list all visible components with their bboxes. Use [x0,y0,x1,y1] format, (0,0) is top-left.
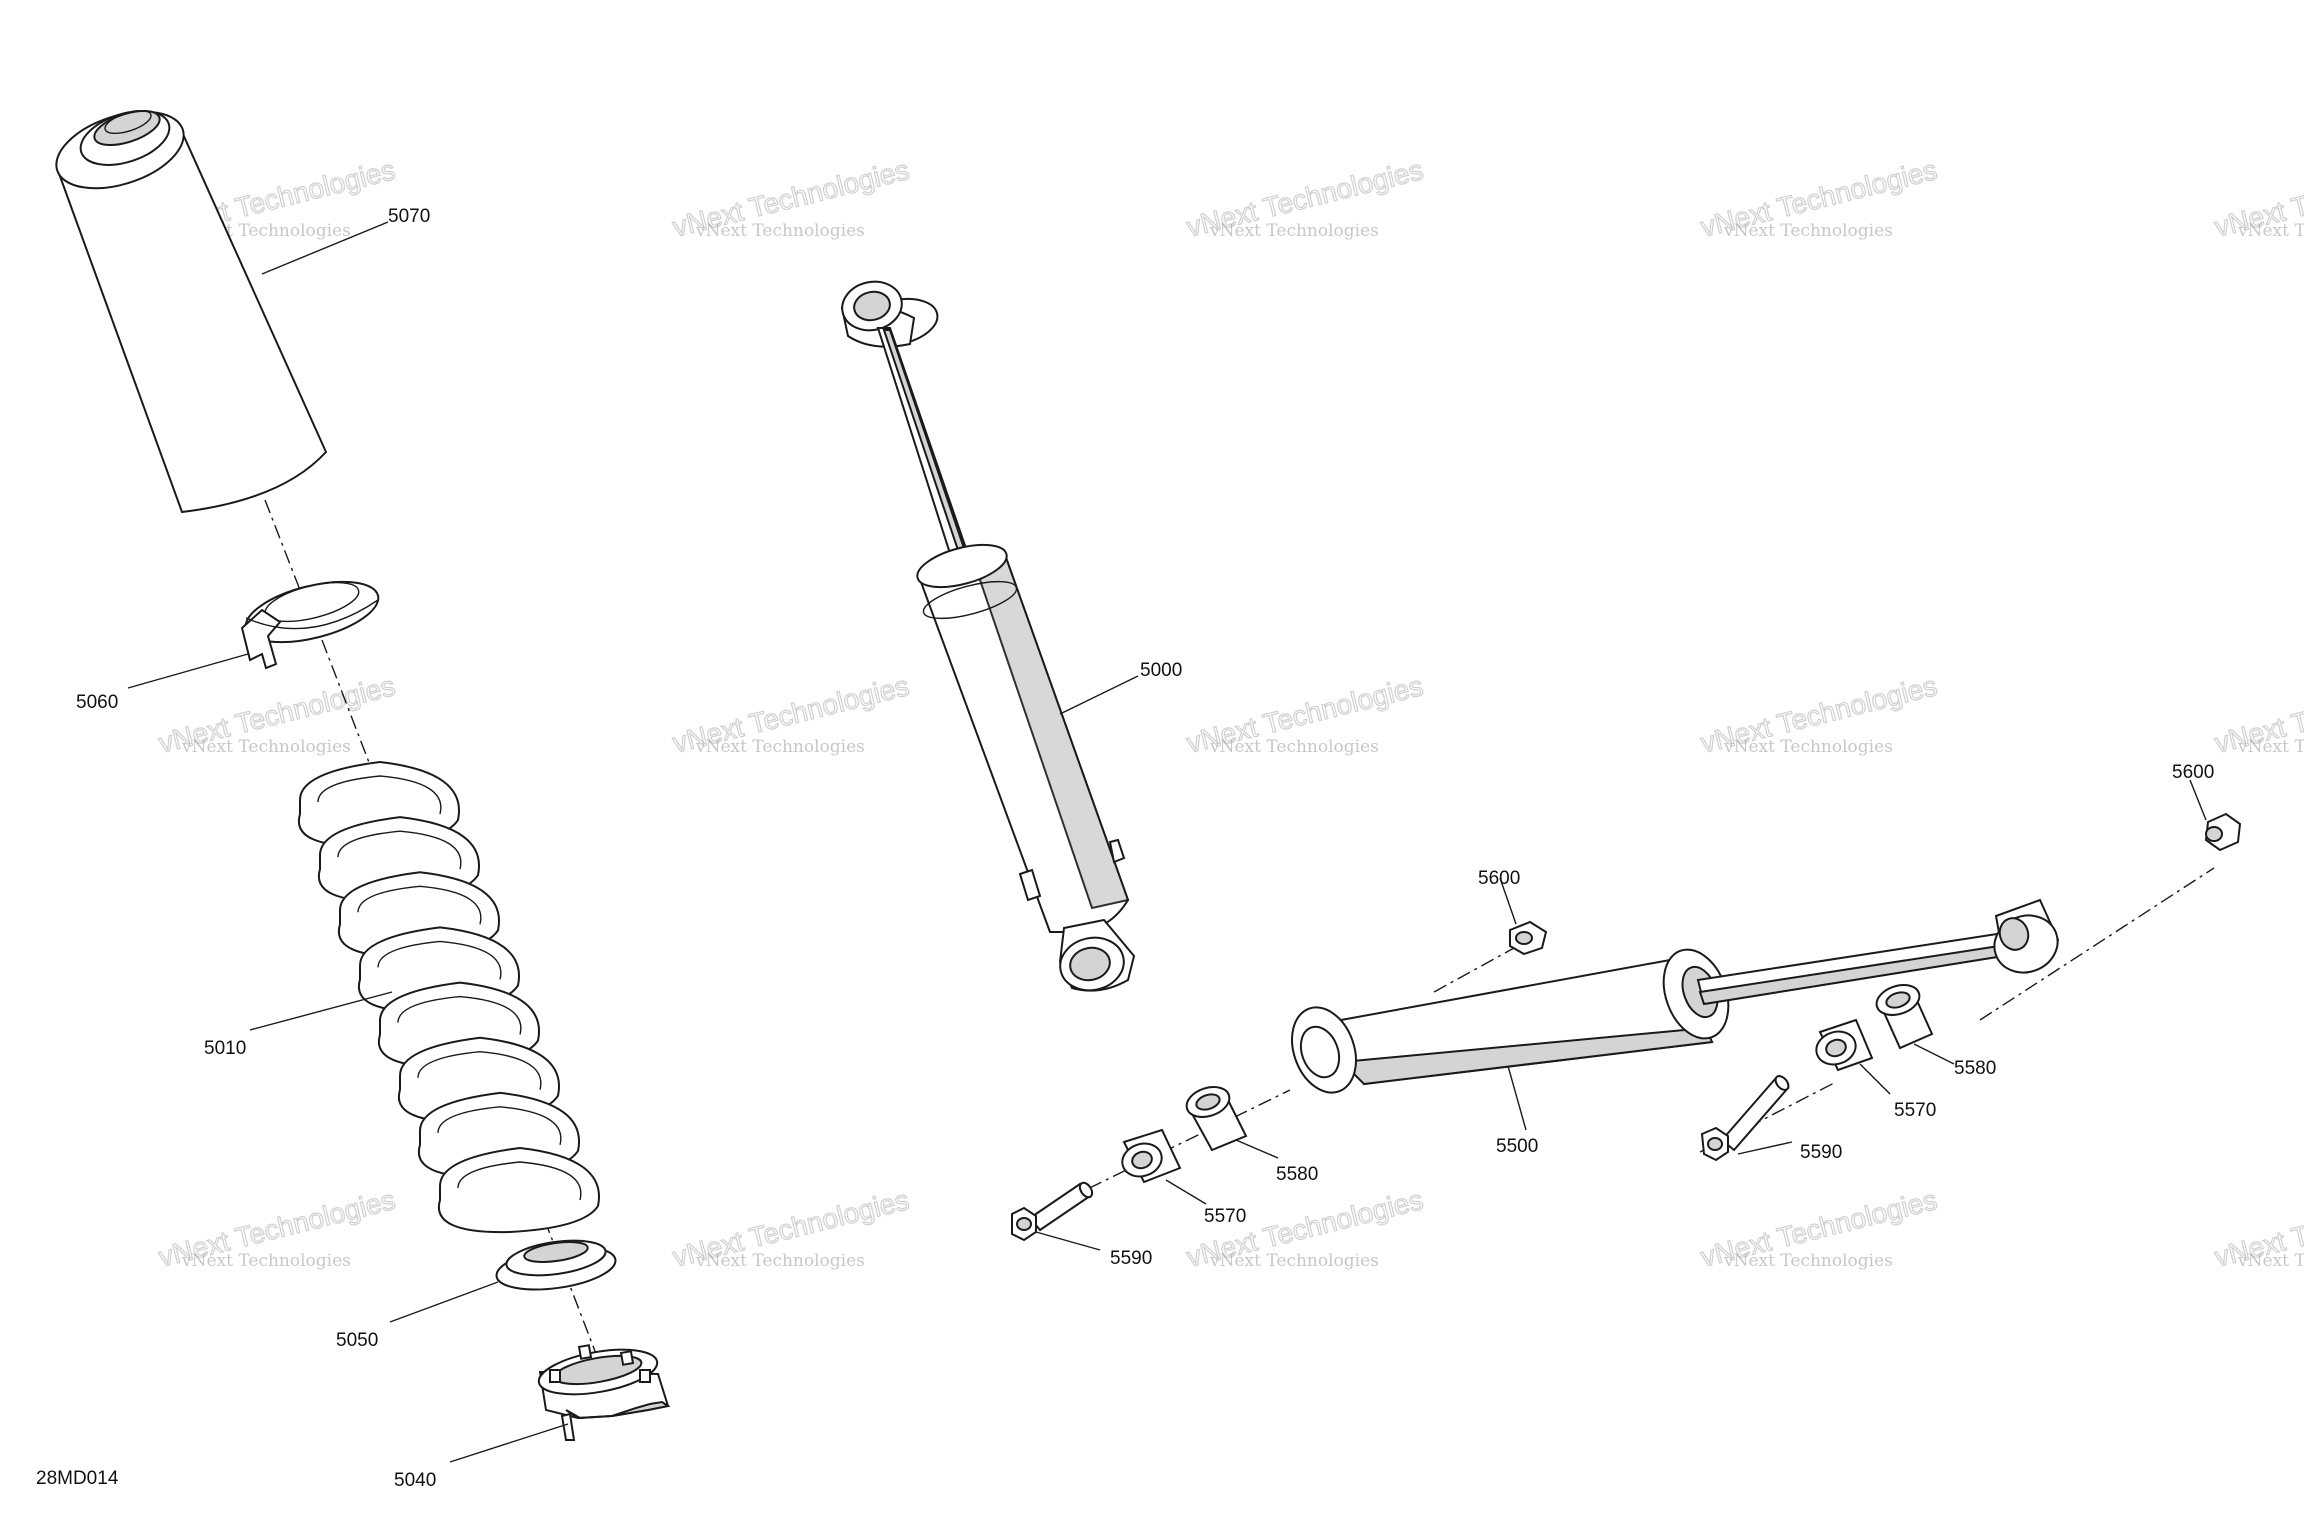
callout-5590-right: 5590 [1800,1142,1842,1163]
watermark-small-text: vNext Technologies [1209,221,1379,241]
spring-coil-inner [377,940,502,980]
callout-5010: 5010 [204,1038,246,1059]
watermark-small-text: vNext Technologies [2237,737,2304,757]
part-5600-nut-left [1509,920,1548,956]
spring-coil-inner [317,775,442,815]
spring-coil-inner [417,1051,542,1090]
part-5070-boot [55,109,328,514]
callout-5570-right: 5570 [1894,1100,1936,1121]
part-5600-nut-right [2204,812,2242,852]
watermark-small-text: vNext Technologies [1723,221,1893,241]
spring-coil-inner [357,885,482,925]
watermark-small-text: vNext Technologies [1209,737,1379,757]
watermark-small-text: vNext Technologies [1209,1251,1379,1271]
callout-5590-left: 5590 [1110,1248,1152,1269]
leader-lines [127,221,2207,1463]
spring-coil-inner [397,995,522,1035]
callout-5500: 5500 [1496,1136,1538,1157]
watermark-small-text: vNext Technologies [2237,1251,2304,1271]
watermark-small-text: vNext Technologies [695,1251,865,1271]
part-5580-bushing-right [1875,984,1934,1050]
part-5590-bolt-left [1011,1181,1094,1242]
callout-5040: 5040 [394,1470,436,1491]
watermark-small-text: vNext Technologies [1723,737,1893,757]
part-5570-spacer-left [1121,1128,1182,1184]
part-5010-coil-spring [297,760,600,1234]
callout-5580-right: 5580 [1954,1058,1996,1079]
watermark-small-text: vNext Technologies [695,737,865,757]
watermark-small-text: vNext Technologies [695,221,865,241]
watermark-small-text: vNext Technologies [181,737,351,757]
callout-5070: 5070 [388,206,430,227]
figure-code: 28MD014 [36,1468,119,1489]
part-5570-spacer-right [1815,1018,1874,1072]
spring-coil [437,1146,600,1234]
part-5060-upper-seat [240,580,380,670]
spring-coil-inner [337,830,462,870]
part-5040-adjuster [537,1344,671,1441]
spring-coil-inner [457,1161,582,1201]
callout-5000: 5000 [1140,660,1182,681]
callout-5060: 5060 [76,692,118,713]
callout-5600-left: 5600 [1478,868,1520,889]
part-5050-lower-seat [495,1239,617,1291]
callout-labels: 5070 5060 5010 5050 5040 5000 5600 5600 … [36,206,2214,1491]
part-5500-damper [1291,898,2060,1094]
part-5590-bolt-right [1700,1075,1790,1162]
spring-shock-assembly [55,109,671,1441]
watermark-small-text: vNext Technologies [2237,221,2304,241]
right-damper-assembly [1011,812,2242,1242]
callout-5580-left: 5580 [1276,1164,1318,1185]
callout-5600-right: 5600 [2172,762,2214,783]
watermark-small-text: vNext Technologies [181,1251,351,1271]
watermark-small-text: vNext Technologies [1723,1251,1893,1271]
part-5000-shock-absorber [840,280,1136,992]
spring-coil-inner [437,1106,562,1146]
callout-5570-left: 5570 [1204,1206,1246,1227]
callout-5050: 5050 [336,1330,378,1351]
part-5580-bushing-left [1185,1086,1248,1152]
